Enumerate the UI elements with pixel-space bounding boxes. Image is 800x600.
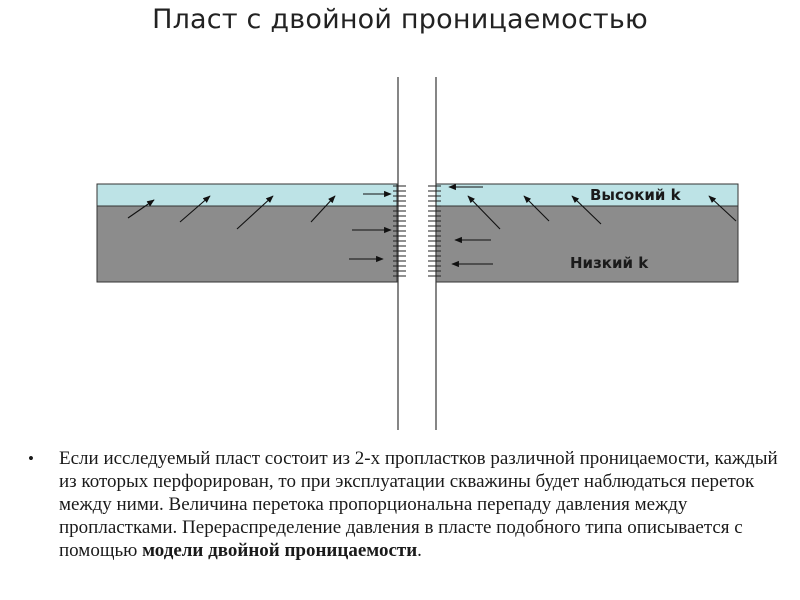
perforations-left <box>393 185 406 277</box>
low-k-label: Низкий k <box>570 254 649 272</box>
high-k-label: Высокий k <box>590 186 682 204</box>
description-text: Если исследуемый пласт состоит из 2-х пр… <box>59 447 779 562</box>
flow-arrows <box>127 183 737 268</box>
crossflow-arrow <box>467 195 501 230</box>
perforations-right <box>428 185 441 277</box>
crossflow-arrow <box>310 195 336 223</box>
crossflow-arrow <box>523 195 550 222</box>
crossflow-arrow <box>179 195 211 223</box>
page-title: Пласт с двойной проницаемостью <box>152 4 648 35</box>
low-k-layer-left <box>96 205 398 283</box>
crossflow-arrow <box>127 199 155 219</box>
low-k-layer-right <box>435 205 739 283</box>
model-name-emphasis: модели двойной проницаемости <box>142 540 418 561</box>
bullet-marker: • <box>28 449 34 468</box>
description-text-end: . <box>417 540 422 561</box>
crossflow-arrow <box>571 195 602 225</box>
description-text-main: Если исследуемый пласт состоит из 2-х пр… <box>59 448 778 561</box>
crossflow-arrow <box>236 195 274 230</box>
high-k-layer-left <box>96 183 398 207</box>
crossflow-arrow <box>708 195 737 222</box>
